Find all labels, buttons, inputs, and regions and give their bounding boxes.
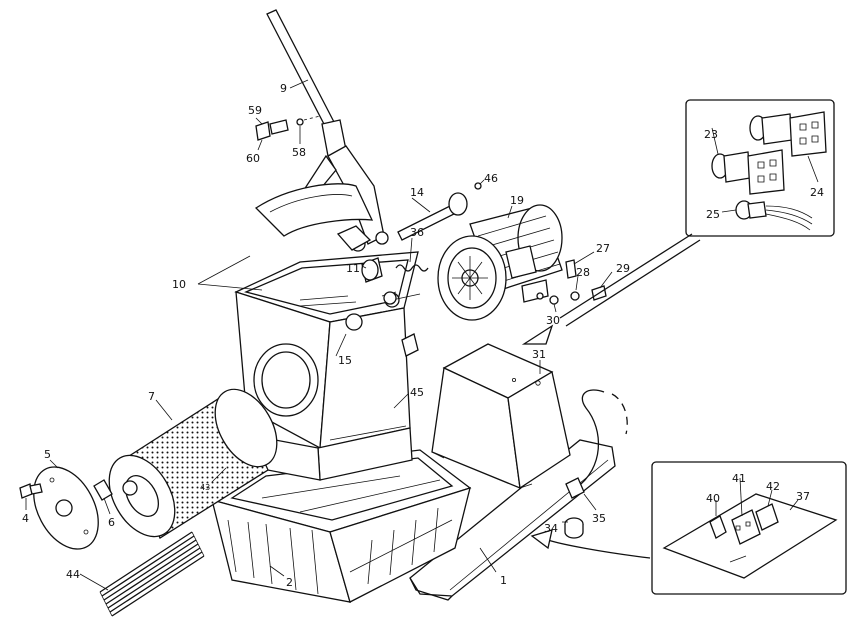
callout-30: 30 [546,314,560,327]
drip-tray [210,449,472,603]
motor [437,204,563,321]
callout-34: 34 [544,522,558,535]
callout-42: 42 [766,480,780,493]
callout-6: 6 [108,516,115,529]
callout-4: 4 [22,512,29,525]
motor-stand [431,343,571,490]
callout-1: 1 [500,574,507,587]
callout-58: 58 [292,146,306,159]
callout-24: 24 [810,186,824,199]
callout-44: 44 [66,568,80,581]
lever-arm [266,9,389,252]
callout-27: 27 [596,242,610,255]
callout-60: 60 [246,152,260,165]
end-plate [19,466,113,550]
callout-37: 37 [796,490,810,503]
callout-2: 2 [286,576,293,589]
callout-15: 15 [338,354,352,367]
callout-59: 59 [248,104,262,117]
callout-11: 11 [346,262,360,275]
callout-28: 28 [576,266,590,279]
callout-19: 19 [510,194,524,207]
callout-labels: 9 59 60 58 46 14 19 10 11 36 27 28 29 30… [22,82,824,589]
power-cable [564,389,628,539]
callout-43: 43 [200,483,210,492]
callout-45: 45 [410,386,424,399]
callout-29: 29 [616,262,630,275]
hopper-lid [254,183,374,237]
callout-9: 9 [280,82,287,95]
callout-5: 5 [44,448,51,461]
callout-23: 23 [704,128,718,141]
callout-35: 35 [592,512,606,525]
perforated-drum [108,388,278,539]
blade-set [99,531,205,617]
callout-46: 46 [484,172,498,185]
spring-and-bushing [361,257,429,305]
leader-lines [25,79,819,591]
clamp-parts [255,115,321,141]
callout-14: 14 [410,186,424,199]
motor-hardware [536,259,607,305]
callout-25: 25 [706,208,720,221]
base-plate [409,439,616,601]
circuit-detail-box [651,461,847,595]
callout-31: 31 [532,348,546,361]
callout-40: 40 [706,492,720,505]
circuit-pointer [530,529,651,559]
callout-7: 7 [148,390,155,403]
callout-10: 10 [172,278,186,291]
callout-41: 41 [732,472,746,485]
switch-detail-box [685,99,835,237]
callout-36: 36 [410,226,424,239]
switch-pointer [521,233,701,345]
shaft-assembly [397,182,482,241]
